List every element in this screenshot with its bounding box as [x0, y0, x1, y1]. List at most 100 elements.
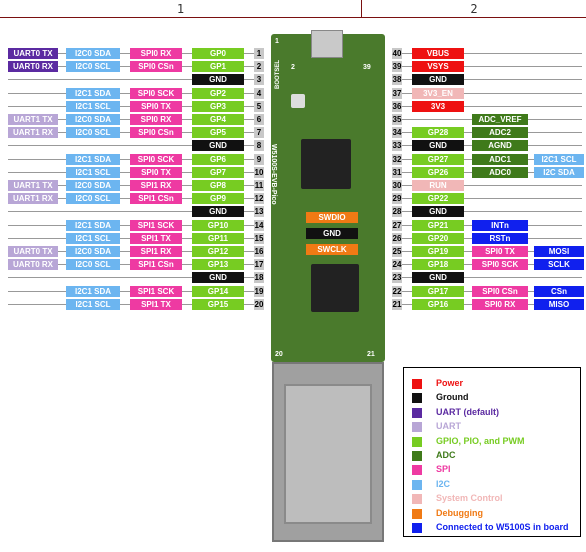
pin-5-label-2: SPI0 TX	[130, 100, 182, 112]
pin-number-2: 2	[254, 61, 264, 73]
pin-37-label-1: 3V3_EN	[412, 87, 464, 99]
silk-pin1: 1	[275, 38, 279, 45]
pin-number-9: 9	[254, 153, 264, 165]
pin-wire-36	[402, 105, 582, 107]
pin-1-label-2: I2C0 SDA	[66, 48, 120, 59]
pin-7-label-2: I2C0 SCL	[66, 127, 120, 139]
legend-label: UART (default)	[436, 406, 499, 417]
pin-number-37: 37	[392, 87, 402, 99]
legend-label: Ground	[436, 392, 469, 403]
legend-label: GPIO, PIO, and PWM	[436, 435, 525, 446]
pin-1-label-4: GP0	[192, 48, 244, 59]
pin-number-20: 20	[254, 298, 264, 310]
pin-wire-40	[402, 53, 582, 54]
debug-pin-3: SWCLK	[306, 244, 358, 255]
pin-number-23: 23	[392, 272, 402, 284]
pin-16-label-4: GP12	[192, 246, 244, 257]
pin-number-31: 31	[392, 166, 402, 178]
board-label: W5100S-EVB-Pico	[270, 144, 277, 205]
pin-35-label-1	[412, 114, 464, 125]
rp2040-chip	[301, 139, 351, 189]
pin-9-label-3: GP6	[192, 153, 244, 165]
pin-27-label-1: GP21	[412, 219, 464, 231]
pin-38-label-1: GND	[412, 74, 464, 86]
pin-22-label-2: SPI0 CSn	[472, 285, 528, 297]
legend-item: Connected to W5100S in board	[412, 522, 580, 534]
pin-number-19: 19	[254, 285, 264, 297]
pin-number-18: 18	[254, 272, 264, 284]
legend-label: SPI	[436, 464, 451, 475]
pin-wire-38	[402, 79, 582, 81]
pin-10-label-2: SPI0 TX	[130, 166, 182, 178]
pin-23-label-1: GND	[412, 272, 464, 284]
pin-27-label-2: INTn	[472, 219, 528, 231]
pin-6-label-4: GP4	[192, 114, 244, 125]
pin-32-label-2: ADC1	[472, 153, 528, 165]
pin-10-label-1: I2C1 SCL	[66, 166, 120, 178]
pin-5-label-1: I2C1 SCL	[66, 100, 120, 112]
pin-2-label-1: UART0 RX	[8, 61, 58, 73]
pin-4-label-1: I2C1 SDA	[66, 87, 120, 99]
pin-4-label-2: SPI0 SCK	[130, 87, 182, 99]
pin-11-label-1: UART1 TX	[8, 180, 58, 191]
legend-label: ADC	[436, 450, 456, 460]
pin-5-label-3: GP3	[192, 100, 244, 112]
pin-22-label-3: CSn	[534, 285, 584, 297]
legend-label: System Control	[436, 493, 503, 504]
pin-number-22: 22	[392, 285, 402, 297]
pin-number-27: 27	[392, 219, 402, 231]
pin-wire-30	[402, 185, 582, 186]
pin-number-3: 3	[254, 74, 264, 86]
usb-connector	[311, 30, 343, 58]
pin-24-label-3: SCLK	[534, 259, 584, 271]
pin-18-label-1: GND	[192, 272, 244, 284]
pin-14-label-2: SPI1 SCK	[130, 219, 182, 231]
pin-6-label-2: I2C0 SDA	[66, 114, 120, 125]
pin-34-label-2: ADC2	[472, 127, 528, 139]
bootsel-silk: BOOTSEL	[275, 59, 281, 89]
pin-32-label-1: GP27	[412, 153, 464, 165]
pin-33-label-2: AGND	[472, 140, 528, 152]
pin-33-label-1: GND	[412, 140, 464, 152]
pin-wire-37	[402, 92, 582, 94]
pin-19-label-3: GP14	[192, 285, 244, 297]
legend-swatch	[412, 479, 422, 490]
pin-34-label-1: GP28	[412, 127, 464, 139]
pin-25-label-2: SPI0 TX	[472, 246, 528, 257]
pin-22-label-1: GP17	[412, 285, 464, 297]
pin-number-4: 4	[254, 87, 264, 99]
pin-number-16: 16	[254, 246, 264, 257]
pin-26-label-1: GP20	[412, 232, 464, 244]
zone-header: 1 2	[0, 0, 586, 18]
pin-wire-3	[8, 79, 254, 81]
pin-12-label-4: GP9	[192, 193, 244, 205]
pin-9-label-1: I2C1 SDA	[66, 153, 120, 165]
pin-number-35: 35	[392, 114, 402, 125]
pin-13-label-1: GND	[192, 206, 244, 218]
pin-16-label-2: I2C0 SDA	[66, 246, 120, 257]
legend-item: ADC	[412, 450, 580, 462]
debug-pin-2: GND	[306, 228, 358, 239]
pin-4-label-3: GP2	[192, 87, 244, 99]
pin-35-label-2: ADC_VREF	[472, 114, 528, 125]
pin-wire-23	[402, 277, 582, 279]
legend-item: Ground	[412, 392, 580, 404]
pin-wire-18	[8, 277, 254, 279]
pin-7-label-1: UART1 RX	[8, 127, 58, 139]
pin-2-label-4: GP1	[192, 61, 244, 73]
pin-number-33: 33	[392, 140, 402, 152]
pin-number-10: 10	[254, 166, 264, 178]
pin-number-32: 32	[392, 153, 402, 165]
pin-7-label-3: SPI0 CSn	[130, 127, 182, 139]
pin-number-28: 28	[392, 206, 402, 218]
pin-15-label-3: GP11	[192, 232, 244, 244]
legend-swatch	[412, 494, 422, 505]
pin-30-label-1: RUN	[412, 180, 464, 191]
legend-item: UART	[412, 421, 580, 433]
pin-31-label-2: ADC0	[472, 166, 528, 178]
pin-21-label-2: SPI0 RX	[472, 298, 528, 310]
pin-20-label-2: SPI1 TX	[130, 298, 182, 310]
silk-pin20: 20	[275, 351, 283, 358]
pin-29-label-1: GP22	[412, 193, 464, 205]
